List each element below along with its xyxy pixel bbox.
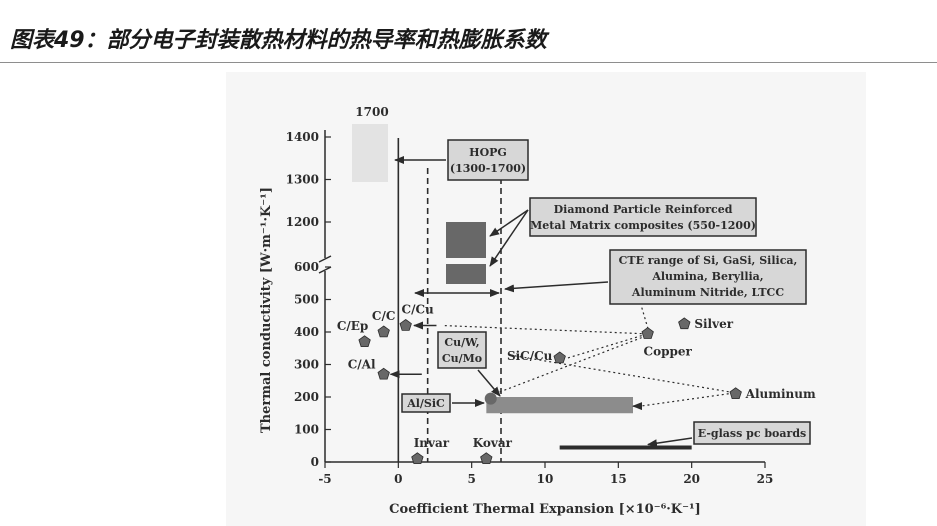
dotted-connector bbox=[442, 324, 642, 335]
y-tick-label: 100 bbox=[294, 423, 319, 437]
y-tick-label: 600 bbox=[294, 260, 319, 274]
dotted-connector bbox=[494, 337, 642, 395]
data-point-marker bbox=[641, 327, 654, 339]
header-divider bbox=[0, 62, 937, 63]
data-point-marker bbox=[377, 367, 390, 380]
y-axis-break-mark bbox=[318, 255, 332, 263]
data-point-label: Copper bbox=[644, 345, 693, 359]
y-tick-label: 300 bbox=[294, 358, 319, 372]
x-tick-label: 15 bbox=[610, 472, 627, 486]
diamond-composite-arrow bbox=[489, 209, 529, 237]
diamond-composite-label: Metal Matrix composites (550-1200) bbox=[530, 219, 756, 232]
data-point-marker bbox=[480, 452, 493, 465]
cte-range-pointer-arrow bbox=[504, 281, 609, 293]
data-point-marker bbox=[729, 387, 742, 400]
al-sic-range-bar bbox=[486, 397, 633, 414]
y-tick-label: 500 bbox=[294, 293, 319, 307]
data-point-marker bbox=[411, 452, 424, 465]
dotted-connector bbox=[635, 393, 729, 408]
hopg-label-box bbox=[447, 139, 529, 181]
page-title: 图表49：部分电子封装散热材料的热导率和热膨胀系数 bbox=[10, 28, 547, 53]
e-glass-arrow bbox=[647, 437, 693, 448]
y-break-label: 1700 bbox=[355, 105, 388, 119]
diamond-composite-square bbox=[446, 264, 486, 284]
header: 图表49：部分电子封装散热材料的热导率和热膨胀系数 bbox=[0, 0, 937, 63]
cte-range-label: CTE range of Si, GaSi, Silica, bbox=[619, 254, 798, 267]
data-point-marker bbox=[678, 317, 691, 330]
cte-range-label: Aluminum Nitride, LTCC bbox=[631, 286, 784, 299]
hopg-range-bar bbox=[352, 124, 388, 182]
dotted-connector bbox=[641, 307, 649, 328]
y-tick-label: 1300 bbox=[286, 173, 319, 187]
dotted-connector bbox=[567, 335, 642, 359]
data-point-label: C/Ep bbox=[337, 319, 368, 333]
cu-w-marker bbox=[484, 392, 497, 405]
x-tick-label: -5 bbox=[318, 472, 331, 486]
dotted-connector bbox=[508, 354, 729, 393]
data-point-label: Silver bbox=[694, 317, 733, 331]
data-point-label: Aluminum bbox=[745, 387, 816, 401]
data-point-label: C/Cu bbox=[402, 303, 434, 317]
data-point-marker bbox=[399, 319, 412, 331]
e-glass-label: E-glass pc boards bbox=[698, 427, 806, 440]
diamond-composite-square bbox=[446, 222, 486, 258]
x-tick-label: 25 bbox=[757, 472, 774, 486]
diamond-composite-arrow bbox=[489, 209, 529, 267]
cu-w-label: Cu/W, bbox=[444, 336, 479, 349]
y-tick-label: 400 bbox=[294, 325, 319, 339]
data-point-label: Kovar bbox=[473, 436, 513, 450]
cu-w-arrow bbox=[477, 369, 501, 397]
data-point-marker bbox=[377, 325, 390, 338]
y-axis-label: Thermal conductivity [W·m⁻¹·K⁻¹] bbox=[259, 187, 274, 433]
data-point-marker bbox=[358, 335, 371, 348]
cte-range-label: Alumina, Beryllia, bbox=[651, 270, 763, 283]
y-tick-label: 0 bbox=[311, 455, 319, 469]
al-sic-label-box bbox=[401, 393, 451, 413]
data-point-label: C/C bbox=[372, 309, 395, 323]
cu-w-label-box bbox=[437, 331, 487, 369]
x-tick-label: 20 bbox=[683, 472, 700, 486]
data-point-label: Invar bbox=[414, 436, 450, 450]
e-glass-label-box bbox=[693, 421, 811, 445]
y-tick-label: 1400 bbox=[286, 130, 319, 144]
y-axis-break-mark bbox=[318, 266, 332, 274]
data-point-marker bbox=[553, 351, 566, 364]
x-tick-label: 5 bbox=[467, 472, 475, 486]
hopg-label: HOPG bbox=[469, 146, 507, 159]
x-tick-label: 0 bbox=[394, 472, 402, 486]
data-point-label: SiC/Cu bbox=[507, 349, 553, 363]
y-tick-label: 200 bbox=[294, 390, 319, 404]
al-sic-label: Al/SiC bbox=[406, 397, 445, 410]
x-axis-label: Coefficient Thermal Expansion [×10⁻⁶·K⁻¹… bbox=[389, 502, 701, 517]
y-tick-label: 1200 bbox=[286, 215, 319, 229]
hopg-range-label: (1300-1700) bbox=[450, 162, 526, 175]
diamond-composite-label-box bbox=[529, 197, 757, 237]
cu-w-label: Cu/Mo bbox=[442, 352, 482, 365]
diamond-composite-label: Diamond Particle Reinforced bbox=[554, 203, 733, 216]
data-point-label: C/Al bbox=[348, 357, 376, 371]
cte-range-label-box bbox=[609, 249, 807, 305]
x-tick-label: 10 bbox=[537, 472, 554, 486]
